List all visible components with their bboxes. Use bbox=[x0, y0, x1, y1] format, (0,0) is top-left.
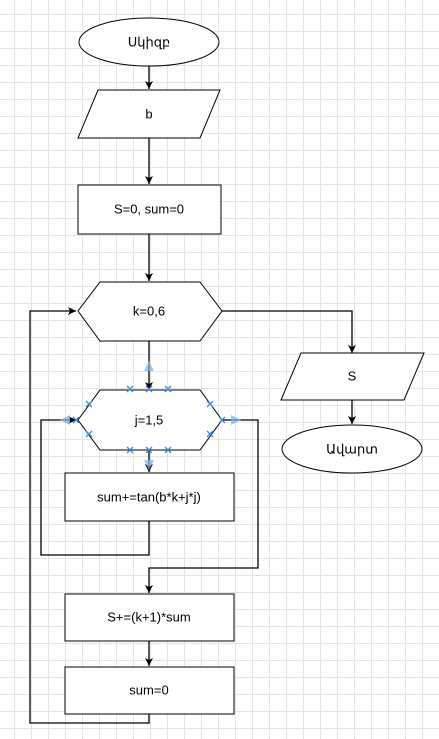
s-update-process bbox=[64, 593, 235, 642]
node-loop-k[interactable]: k=0,6 bbox=[77, 281, 223, 342]
sum-reset-label: sum=0 bbox=[129, 683, 168, 698]
sum-reset-process bbox=[64, 666, 235, 715]
init-process bbox=[77, 184, 222, 235]
quick-connect-arrow-left[interactable] bbox=[60, 415, 70, 425]
node-sum-reset[interactable]: sum=0 bbox=[64, 666, 235, 715]
connection-point[interactable] bbox=[164, 446, 172, 454]
loop-k-label: k=0,6 bbox=[133, 304, 165, 319]
connection-point[interactable] bbox=[72, 416, 80, 424]
quick-connect-arrow-down[interactable] bbox=[144, 460, 154, 470]
node-sum-update[interactable]: sum+=tan(b*k+j*j) bbox=[64, 472, 235, 522]
edge-loop-j-to-s-update[interactable] bbox=[145, 419, 259, 593]
connection-point[interactable] bbox=[206, 400, 214, 408]
end-terminator bbox=[281, 424, 423, 474]
s-update-label: S+=(k+1)*sum bbox=[107, 610, 190, 625]
quick-connect-arrow-right[interactable] bbox=[231, 415, 241, 425]
edge-sum-update-back-to-loop-j[interactable] bbox=[40, 416, 150, 556]
start-label: Սկիզբ bbox=[128, 35, 171, 50]
output-s-parallelogram bbox=[280, 352, 425, 401]
edge-sum-reset-back-to-loop-k[interactable] bbox=[29, 307, 150, 724]
node-loop-j[interactable]: j=1,5 bbox=[77, 389, 223, 451]
node-input-b[interactable]: b bbox=[77, 89, 221, 139]
connection-point[interactable] bbox=[206, 430, 214, 438]
sum-update-label: sum+=tan(b*k+j*j) bbox=[97, 490, 201, 505]
quick-connect-arrow-up[interactable] bbox=[144, 361, 154, 371]
node-start[interactable]: Սկիզբ bbox=[78, 17, 220, 67]
loop-j-label: j=1,5 bbox=[134, 413, 164, 428]
node-init[interactable]: S=0, sum=0 bbox=[77, 184, 222, 235]
node-end[interactable]: Ավարտ bbox=[281, 424, 423, 474]
node-s-update[interactable]: S+=(k+1)*sum bbox=[64, 593, 235, 642]
loop-j-hexagon bbox=[77, 389, 223, 451]
selection-handles bbox=[60, 361, 241, 470]
init-label: S=0, sum=0 bbox=[114, 202, 184, 217]
sum-update-process bbox=[64, 472, 235, 522]
connection-point[interactable] bbox=[164, 385, 172, 393]
connection-point[interactable] bbox=[126, 385, 134, 393]
start-terminator bbox=[78, 17, 220, 67]
end-label: Ավարտ bbox=[326, 442, 378, 457]
connection-point[interactable] bbox=[218, 416, 226, 424]
connection-point[interactable] bbox=[145, 446, 153, 454]
loop-k-hexagon bbox=[77, 281, 223, 342]
input-b-parallelogram bbox=[77, 89, 221, 139]
input-b-label: b bbox=[145, 107, 152, 122]
edges bbox=[29, 66, 356, 724]
connection-point[interactable] bbox=[126, 446, 134, 454]
connection-point[interactable] bbox=[85, 430, 93, 438]
connection-point[interactable] bbox=[85, 400, 93, 408]
edge-loop-k-to-output[interactable] bbox=[222, 310, 356, 353]
output-s-label: S bbox=[348, 369, 357, 384]
connection-point[interactable] bbox=[145, 385, 153, 393]
node-output-s[interactable]: S bbox=[280, 352, 425, 401]
